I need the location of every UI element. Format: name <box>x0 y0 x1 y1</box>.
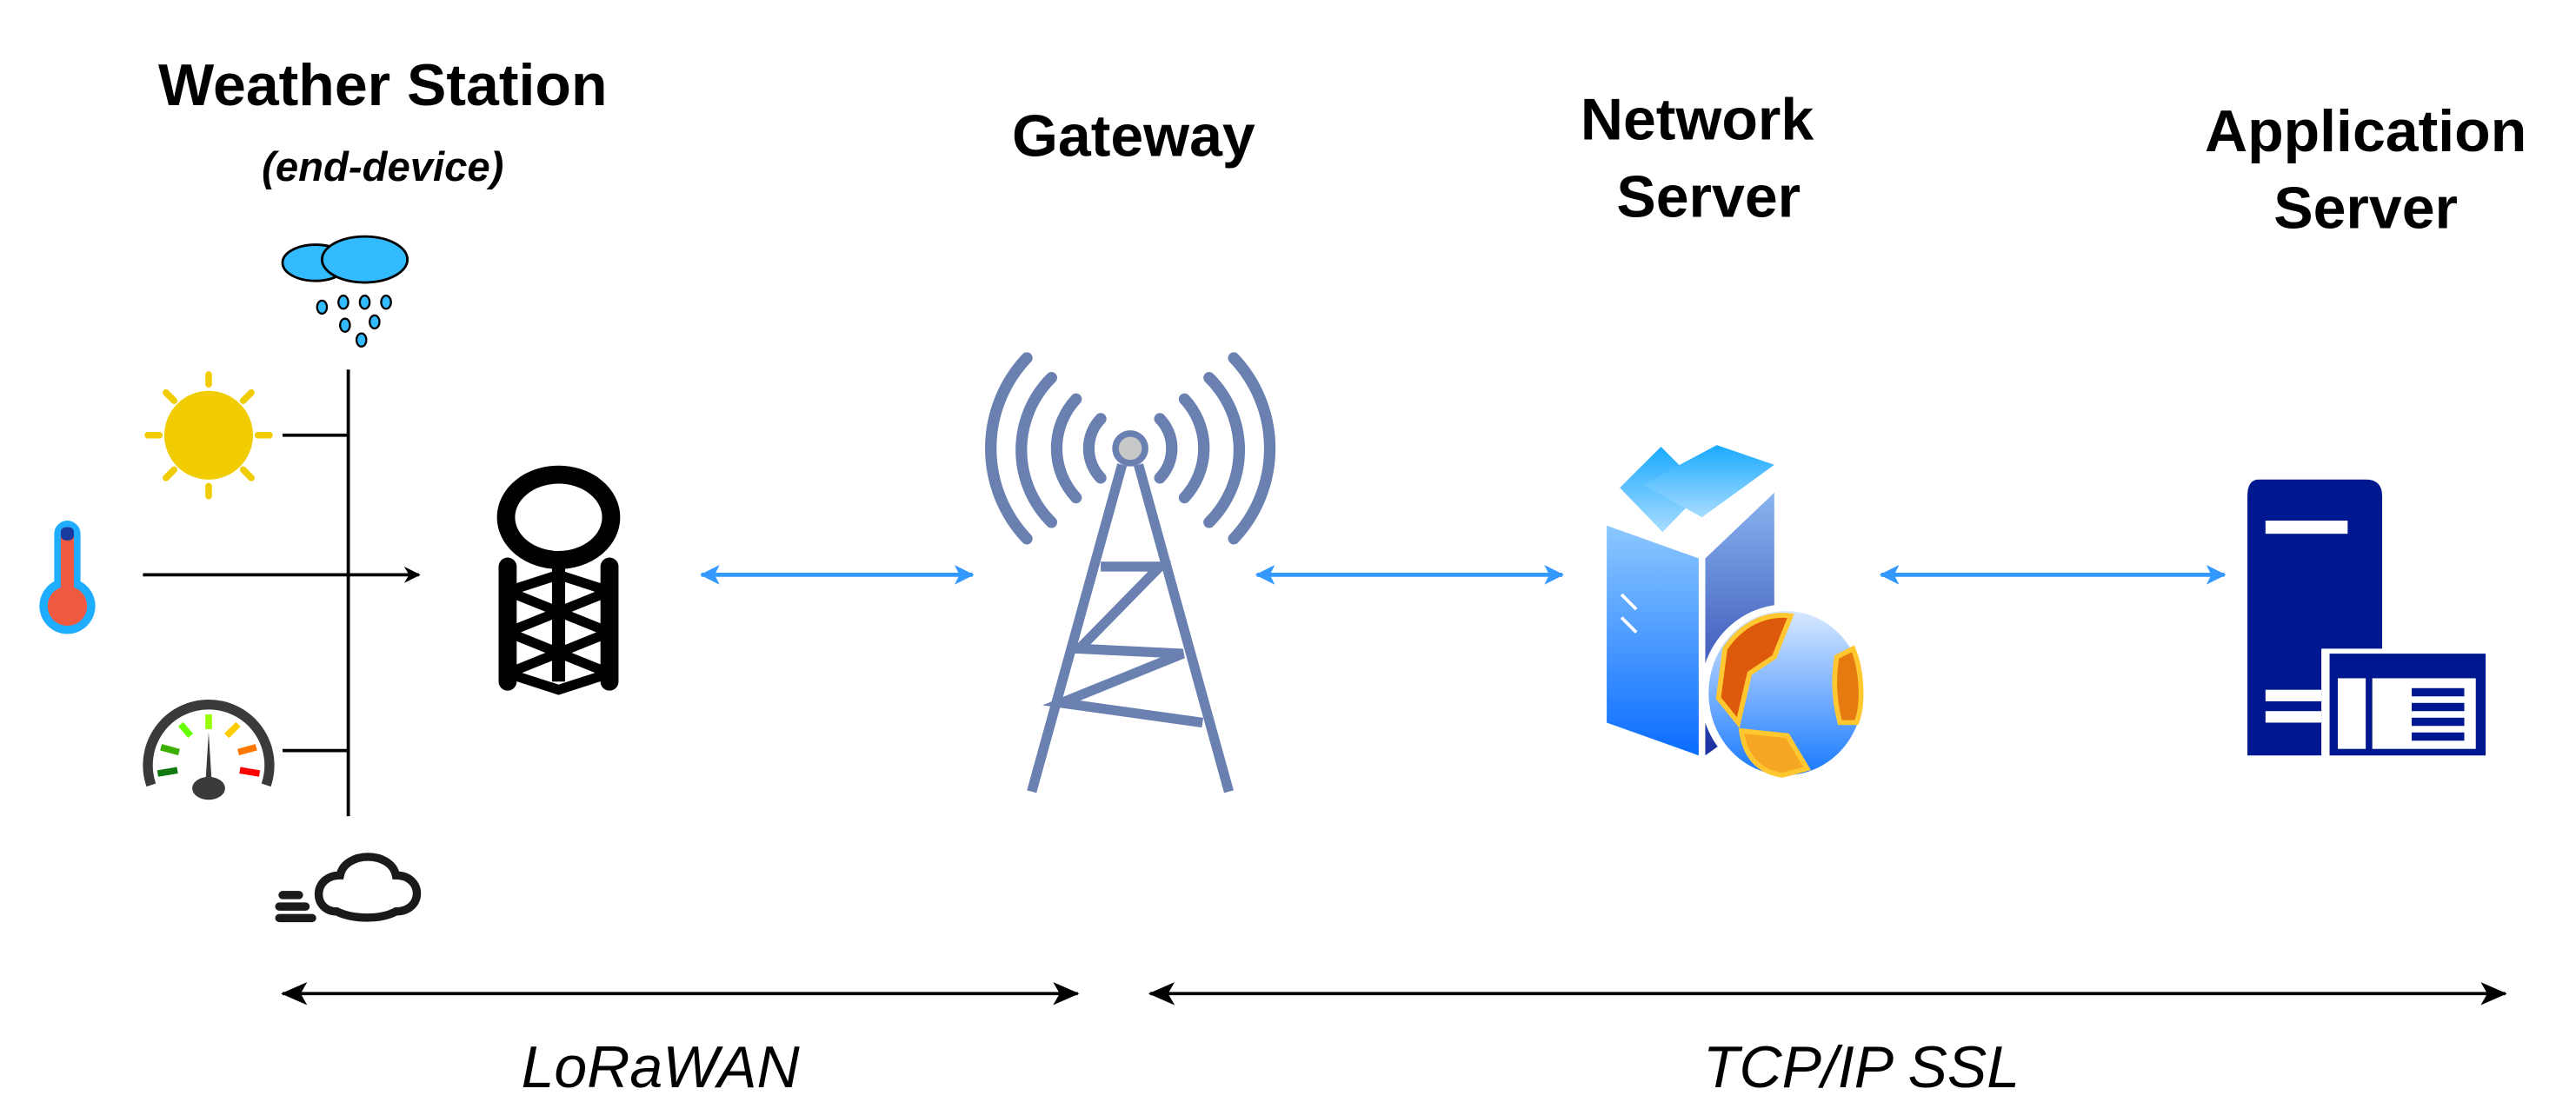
gateway-title: Gateway <box>1012 103 1255 169</box>
network-server-title-line2: Server <box>1616 163 1801 229</box>
globe-icon <box>1700 604 1872 782</box>
lorawan-label: LoRaWAN <box>522 1034 801 1100</box>
end-device-icon <box>496 465 621 695</box>
rain-cloud-icon <box>281 235 409 348</box>
gateway-tower-icon <box>985 352 1276 793</box>
wind-cloud-icon <box>275 853 422 923</box>
tcpip-ssl-label: TCP/IP SSL <box>1703 1034 2020 1100</box>
weather-station-title: Weather Station <box>158 52 608 118</box>
network-server-title-line1: Network <box>1581 87 1814 153</box>
application-server-title-line2: Server <box>2273 176 2458 242</box>
gauge-icon <box>143 700 275 800</box>
weather-station-subtitle: (end-device) <box>262 144 503 190</box>
application-server-title-line1: Application <box>2205 98 2526 164</box>
thermometer-icon <box>39 521 96 634</box>
application-server-icon <box>2247 479 2486 756</box>
sun-icon <box>144 371 273 500</box>
